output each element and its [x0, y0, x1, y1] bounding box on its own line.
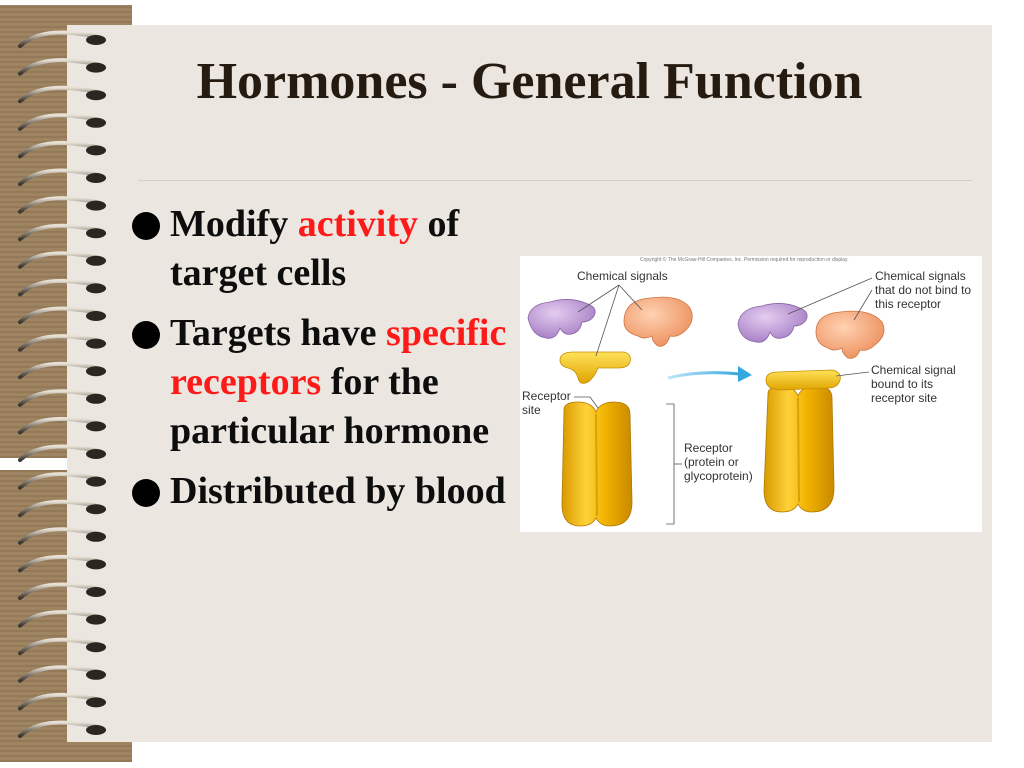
bullet-text: Targets have [170, 312, 387, 354]
binding-hole [86, 255, 106, 266]
binding-hole [86, 62, 106, 73]
binding-hole [86, 614, 106, 625]
binding-hole [86, 35, 106, 45]
label-receptor-site-line: Receptor [522, 389, 571, 403]
binding-hole [86, 366, 106, 377]
label-bound: Chemical signal bound to its receptor si… [871, 363, 959, 405]
binding-hole [86, 421, 106, 432]
bullet-text: Distributed by blood [170, 470, 506, 512]
binding-hole [86, 145, 106, 156]
label-no-bind-line: Chemical signals [875, 269, 966, 283]
receptor-figure: Copyright © The McGraw-Hill Companies, I… [520, 256, 982, 532]
binding-hole [86, 587, 106, 597]
label-bound-line: Chemical signal [871, 363, 956, 377]
orange-signal [815, 310, 885, 359]
binding-hole [86, 117, 106, 128]
binding-hole [86, 476, 106, 487]
label-bound-line: bound to its [871, 377, 933, 391]
label-receptor-line: glycoprotein) [684, 469, 753, 483]
bullet-highlight: specific receptors [170, 312, 507, 403]
purple-signal [527, 299, 596, 339]
bound-yellow-signal [765, 369, 841, 391]
binding-hole [86, 559, 106, 570]
slide-title: Hormones - General Function [196, 53, 863, 110]
arrow-head-icon [738, 366, 752, 382]
label-receptor: Receptor (protein or glycoprotein) [684, 441, 753, 483]
bullet-item: Targets have specific receptors for the … [132, 309, 532, 456]
binding-hole [86, 504, 106, 515]
spiral-binding [18, 30, 106, 738]
bullet-text: Modify [170, 203, 298, 245]
bullet-highlight: activity [297, 203, 419, 245]
binding-hole [86, 449, 106, 459]
bullet-item: Modify activity of target cells [132, 200, 532, 298]
label-receptor-site-line: site [522, 403, 541, 417]
binding-hole [86, 338, 106, 349]
bullet-text: of target cells [170, 203, 460, 294]
label-no-bind-line: that do not bind to [875, 283, 971, 297]
copyright-notice: Copyright © The McGraw-Hill Companies, I… [640, 256, 849, 263]
label-bound-line: receptor site [871, 391, 937, 405]
binding-hole [86, 283, 106, 294]
binding-hole [86, 531, 106, 542]
purple-signal [737, 303, 808, 343]
bullet-text: for the particular hormone [170, 361, 490, 452]
binding-hole [86, 697, 106, 708]
bullet-dot-icon [132, 321, 160, 349]
binding-hole [86, 642, 106, 653]
bullet-dot-icon [132, 479, 160, 507]
label-receptor-site: Receptor site [522, 389, 574, 417]
bullet-item: Distributed by blood [132, 467, 532, 516]
label-chemical-signals: Chemical signals [577, 269, 668, 283]
label-no-bind-line: this receptor [875, 297, 941, 311]
binding-hole [86, 90, 106, 101]
binding-hole [86, 669, 106, 680]
bullet-dot-icon [132, 212, 160, 240]
binding-hole [86, 311, 106, 321]
binding-hole [86, 173, 106, 183]
bullet-list: Modify activity of target cells Targets … [132, 200, 532, 527]
title-divider [138, 180, 972, 181]
binding-hole [86, 228, 106, 239]
binding-hole [86, 393, 106, 404]
label-receptor-line: Receptor [684, 441, 733, 455]
yellow-signal [559, 351, 631, 384]
binding-hole [86, 725, 106, 735]
orange-signal [623, 296, 693, 347]
arrow-icon [667, 371, 741, 380]
label-receptor-line: (protein or [684, 455, 739, 469]
label-no-bind: Chemical signals that do not bind to thi… [875, 269, 974, 311]
binding-hole [86, 200, 106, 211]
